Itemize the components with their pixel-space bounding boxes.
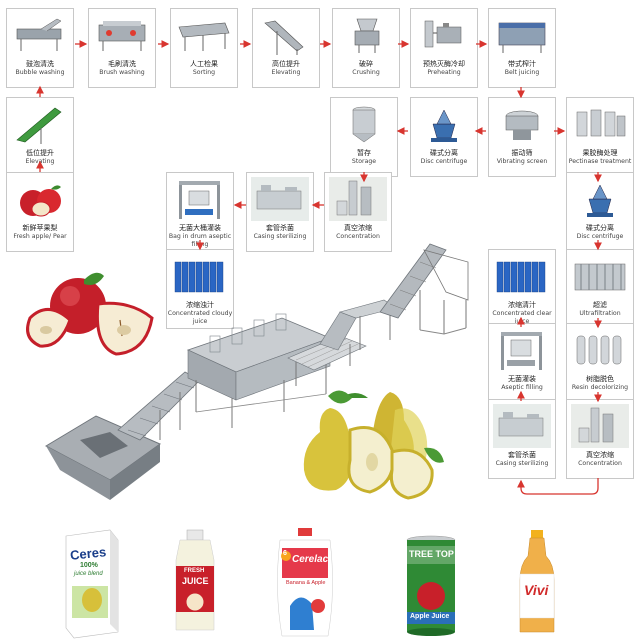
cerelac-brand: Cerelac xyxy=(292,554,329,565)
step-storage: 暂存 Storage xyxy=(330,97,398,177)
sterilizer-icon xyxy=(251,177,309,221)
tank-icon xyxy=(352,106,376,143)
crusher-icon xyxy=(354,18,380,53)
ceres-juice-carton xyxy=(65,529,119,639)
step-vacuum-concentration-2: 真空浓缩 Concentration xyxy=(566,399,634,479)
centrifuge-icon xyxy=(431,109,457,142)
vivi-bottle xyxy=(519,530,555,633)
step-cloudy-juice: 浓缩浊汁 Concentrated cloudy juice xyxy=(166,249,234,329)
apple-icon xyxy=(20,185,61,217)
elevator-icon xyxy=(264,20,304,55)
treetop-flavor: Apple Juice xyxy=(410,613,450,620)
apples-illustration xyxy=(26,272,154,356)
step-bubble-washing: 鼓泡清洗 Bubble washing xyxy=(6,8,74,88)
ceres-blend: juice blend xyxy=(74,571,103,577)
ceres-percent: 100% xyxy=(80,562,98,569)
sterilizer-icon xyxy=(493,404,551,448)
step-vibrating-screen: 振动筛 Vibrating screen xyxy=(488,97,556,177)
preheater-icon xyxy=(424,20,462,48)
step-clear-juice: 浓缩清汁 Concentrated clear juice xyxy=(488,249,556,329)
resin-columns-icon xyxy=(576,335,622,365)
step-preheating: 预热灭酶冷却 Preheating xyxy=(410,8,478,88)
evaporator-icon xyxy=(329,177,387,221)
vivi-brand: Vivi xyxy=(524,582,549,598)
step-bag-in-drum-filling: 无菌大桶灌装 Bag in drum aseptic filling xyxy=(166,172,234,252)
step-casing-sterilizing-2: 套管杀菌 Casing sterilizing xyxy=(488,399,556,479)
step-elevating-high: 高位提升 Elevating xyxy=(252,8,320,88)
high-elevator xyxy=(379,243,469,335)
step-brush-washing: 毛刷清洗 Brush washing xyxy=(88,8,156,88)
step-ultrafiltration: 超滤 Ultrafiltration xyxy=(566,249,634,329)
step-sorting: 人工检果 Sorting xyxy=(170,8,238,88)
step-elevating-low: 低位提升 Elevating xyxy=(6,97,74,177)
membrane-icon xyxy=(574,263,626,291)
step-pectinase-treatment: 果胶酶处理 Pectinase treatment xyxy=(566,97,634,177)
fresh-juice-bottle xyxy=(175,529,215,631)
step-crushing: 破碎 Crushing xyxy=(332,8,400,88)
tree-top-can xyxy=(406,535,456,636)
cerelac-pouch xyxy=(277,528,333,637)
cerelac-badge: 6 xyxy=(283,550,287,557)
step-casing-sterilizing: 套管杀菌 Casing sterilizing xyxy=(246,172,314,252)
pears-illustration xyxy=(303,390,444,500)
brush-washer-icon xyxy=(98,21,146,51)
elevator-icon xyxy=(16,107,62,144)
cerelac-sub: Banana & Apple xyxy=(286,580,326,586)
bottle-top-text: FRESH xyxy=(184,568,205,574)
drums-icon xyxy=(174,261,224,293)
drum-filler-icon xyxy=(179,181,220,219)
step-vacuum-concentration: 真空浓缩 Concentration xyxy=(324,172,392,252)
centrifuge-icon xyxy=(587,184,613,217)
belt-press-icon xyxy=(498,22,546,53)
step-aseptic-filling: 无菌灌装 Aseptic filling xyxy=(488,323,556,403)
step-disc-centrifuge: 碟式分离 Disc centrifuge xyxy=(410,97,478,177)
vibrating-screen-icon xyxy=(505,110,539,140)
treetop-brand: TREE TOP xyxy=(409,549,454,559)
evaporator-icon xyxy=(571,404,629,448)
drums-icon xyxy=(496,261,546,293)
step-belt-juicing: 带式榨汁 Belt juicing xyxy=(488,8,556,88)
enzyme-tanks-icon xyxy=(576,109,626,137)
step-fresh-fruit: 新鲜苹果梨 Fresh apple/ Pear xyxy=(6,172,74,252)
sorting-table-icon xyxy=(178,22,230,51)
bottle-brand: JUICE xyxy=(182,576,209,586)
drum-filler-icon xyxy=(501,332,542,370)
washer-icon xyxy=(16,18,62,51)
